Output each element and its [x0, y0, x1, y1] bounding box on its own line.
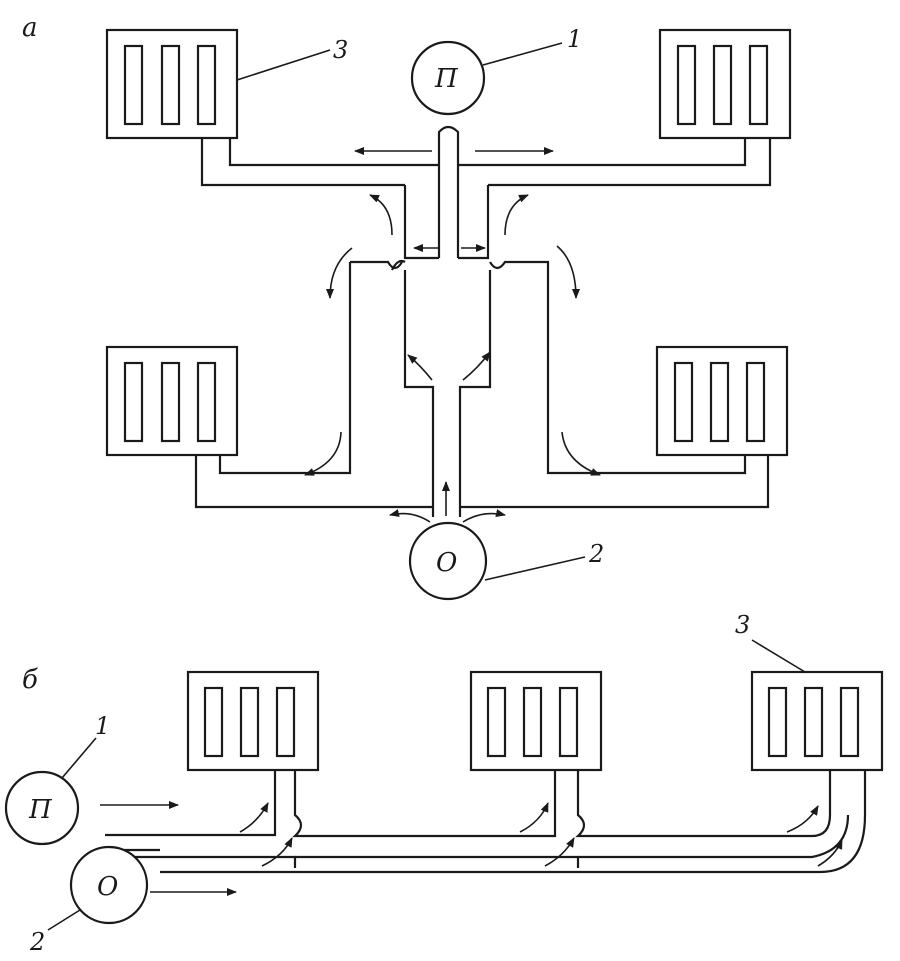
supply-source-a [410, 40, 486, 116]
supply-main-b [105, 770, 850, 868]
supply-source-b [4, 770, 80, 846]
panel-letter-b: б [22, 665, 38, 695]
number-label-a-3: 3 [333, 36, 348, 64]
number-label-b-2: 2 [29, 928, 45, 956]
leader-b-2 [47, 909, 81, 931]
radiator-a-bottom-left [105, 345, 239, 457]
radiator-a-top-right [658, 28, 792, 140]
return-source-a [408, 521, 488, 601]
return-source-b [69, 845, 149, 925]
radiator-a-top-left [105, 28, 239, 140]
radiator-b-3 [750, 670, 884, 772]
leader-b-1 [61, 737, 97, 779]
flow-arrows-b [100, 801, 843, 896]
upper-pipes-a [200, 138, 772, 187]
supply-symbol-b: П [28, 795, 53, 825]
supply-symbol-a: П [434, 64, 459, 94]
radiator-b-1 [186, 670, 320, 772]
number-label-a-2: 2 [588, 540, 604, 568]
flow-arrows-a [304, 147, 601, 523]
leader-a-2 [484, 556, 586, 581]
scheme-b [4, 639, 884, 931]
return-riser-a [194, 259, 770, 517]
leader-a-3 [236, 49, 331, 81]
radiator-b-2 [469, 670, 603, 772]
radiator-a-bottom-right [655, 345, 789, 457]
panel-letter-a: а [22, 13, 38, 43]
leader-a-1 [482, 42, 563, 66]
return-symbol-a: О [436, 548, 457, 578]
number-label-b-1: 1 [95, 712, 110, 740]
return-symbol-b: О [97, 872, 118, 902]
number-label-a-1: 1 [567, 25, 582, 53]
supply-riser-a [403, 125, 490, 260]
scheme-a [105, 28, 792, 601]
leader-b-3 [751, 639, 806, 673]
number-label-b-3: 3 [735, 611, 750, 639]
